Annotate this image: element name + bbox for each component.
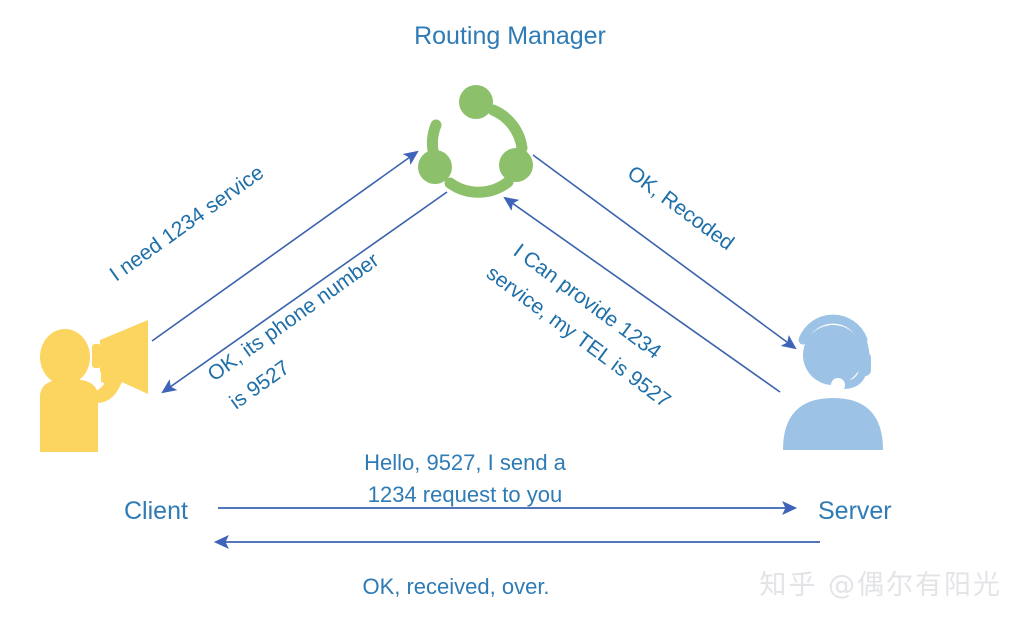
- arrow-client-to-hub: [151, 150, 419, 342]
- arrow-hub-to-client: [161, 191, 448, 394]
- network-hub-icon: [418, 85, 533, 198]
- svg-text:OK, its phone number: OK, its phone number: [204, 249, 384, 386]
- headset-agent-icon: [783, 314, 883, 450]
- watermark: 知乎 @偶尔有阳光: [759, 570, 1002, 601]
- label-server-reply: OK, received, over.: [362, 574, 549, 599]
- arrow-server-to-hub: [503, 196, 781, 393]
- label-client-request: Hello, 9527, I send a 1234 request to yo…: [364, 450, 567, 507]
- label-hub-to-server: OK, Recoded: [623, 162, 738, 255]
- label-hub-to-client: OK, its phone number is 9527: [204, 249, 384, 414]
- node-label-server: Server: [818, 497, 892, 525]
- node-label-client: Client: [124, 497, 188, 525]
- arrow-hub-to-server: [532, 154, 797, 350]
- svg-text:1234 request to you: 1234 request to you: [368, 482, 562, 507]
- svg-text:Hello, 9527, I send a: Hello, 9527, I send a: [364, 450, 567, 475]
- label-client-to-hub: I need 1234 service: [106, 161, 269, 286]
- svg-text:I need 1234 service: I need 1234 service: [106, 161, 269, 286]
- page-title: Routing Manager: [414, 22, 606, 50]
- svg-text:OK, received, over.: OK, received, over.: [362, 574, 549, 599]
- megaphone-person-icon: [40, 320, 148, 452]
- label-server-to-hub: I Can provide 1234 service, my TEL is 95…: [482, 240, 675, 413]
- svg-text:OK, Recoded: OK, Recoded: [623, 162, 738, 255]
